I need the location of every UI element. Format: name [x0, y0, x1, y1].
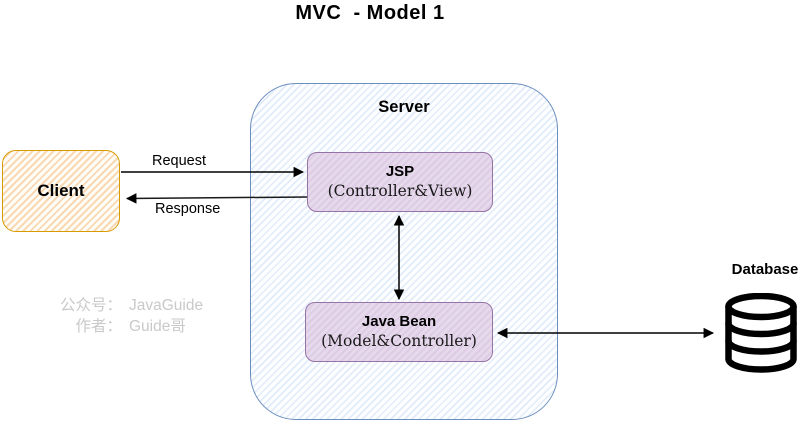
server-label: Server: [378, 98, 430, 116]
watermark-line2-label: 作者：: [75, 318, 122, 335]
diagram-title: MVC - Model 1: [295, 2, 445, 24]
watermark-line: 作者： Guide哥: [50, 316, 203, 337]
jsp-node: JSP (Controller&View): [307, 152, 493, 212]
request-label: Request: [152, 153, 207, 169]
javabean-subtitle: (Model&Controller): [321, 331, 477, 350]
watermark: 公众号： JavaGuide 作者： Guide哥: [50, 295, 203, 337]
watermark-line1-label: 公众号：: [59, 297, 122, 314]
database-cylinder-icon: [725, 293, 797, 373]
javabean-title: Java Bean: [361, 312, 437, 330]
database-label: Database: [731, 261, 799, 278]
watermark-line1-value: JavaGuide: [129, 297, 204, 314]
client-node: Client: [2, 150, 120, 232]
javabean-node: Java Bean (Model&Controller): [305, 302, 493, 362]
jsp-subtitle: (Controller&View): [327, 181, 473, 200]
server-container: Server: [250, 83, 558, 420]
response-label: Response: [155, 201, 221, 217]
watermark-line2-value: Guide哥: [129, 318, 186, 335]
client-label: Client: [37, 181, 85, 200]
jsp-title: JSP: [385, 162, 415, 180]
watermark-line: 公众号： JavaGuide: [50, 295, 203, 316]
